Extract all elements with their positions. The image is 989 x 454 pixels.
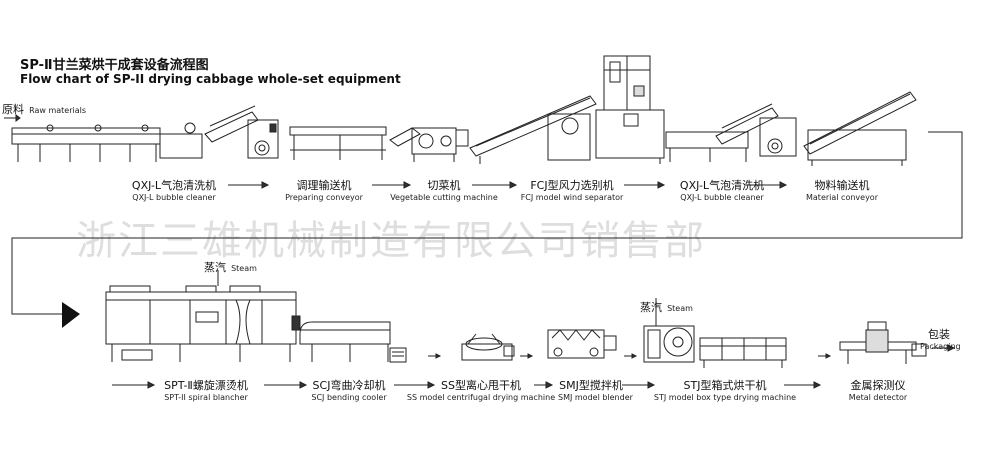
row2-arrows <box>112 381 822 389</box>
row1-step-1-cn: QXJ-L气泡清洗机 <box>131 179 217 192</box>
row1-step-5-en: QXJ-L bubble cleaner <box>680 193 764 202</box>
row1-step-5-cn: QXJ-L气泡清洗机 <box>679 179 765 192</box>
centrifugal-dryer-illustration <box>461 333 515 361</box>
row2-step-4: SMJ型搅拌机 SMJ model blender <box>558 377 633 402</box>
material-conveyor-illustration <box>803 91 917 166</box>
row2-step-1: SPT-Ⅱ螺旋漂烫机 SPT-II spiral blancher <box>150 377 262 402</box>
row1-step-3-en: Vegetable cutting machine <box>390 193 498 202</box>
raw-materials-cn: 原料 <box>2 103 24 116</box>
row2-step-4-en: SMJ model blender <box>558 393 633 402</box>
row1-step-6: 物料输送机 Material conveyor <box>792 177 892 202</box>
row1-step-3: 切菜机 Vegetable cutting machine <box>386 177 502 202</box>
preparing-conveyor-illustration <box>289 126 387 160</box>
box-dryer-illustration <box>643 298 787 368</box>
packaging-en: Packaging <box>920 342 961 351</box>
row2-step-2-en: SCJ bending cooler <box>311 393 387 402</box>
metal-detector-illustration <box>839 321 927 364</box>
title-cn: SP-Ⅱ甘兰菜烘干成套设备流程图 <box>20 58 209 73</box>
packaging-cn: 包装 <box>928 328 950 341</box>
row2-step-3-en: SS model centrifugal drying machine <box>406 393 556 402</box>
row1-step-1: QXJ-L气泡清洗机 QXJ-L bubble cleaner <box>118 177 230 202</box>
steam-label-2: 蒸汽 Steam <box>640 296 693 315</box>
row2-step-5-cn: STJ型箱式烘干机 <box>683 379 767 392</box>
title-en: Flow chart of SP-II drying cabbage whole… <box>20 72 401 86</box>
steam-1-en: Steam <box>231 264 257 273</box>
row2-step-1-cn: SPT-Ⅱ螺旋漂烫机 <box>164 379 248 392</box>
steam-label-1: 蒸汽 Steam <box>204 256 257 275</box>
bubble-cleaner-2-illustration <box>665 103 797 162</box>
row2-machine-arrows <box>428 344 956 359</box>
row1-step-4: FCJ型风力选别机 FCJ model wind separator <box>516 177 628 202</box>
row2-step-3: SS型离心甩干机 SS model centrifugal drying mac… <box>404 377 558 402</box>
wind-separator-illustration <box>469 55 665 164</box>
watermark: 浙江三雄机械制造有限公司销售部 <box>76 218 706 264</box>
row1-step-1-en: QXJ-L bubble cleaner <box>132 193 216 202</box>
row1-step-2: 调理输送机 Preparing conveyor <box>276 177 372 202</box>
row1-step-6-cn: 物料输送机 <box>814 179 870 192</box>
row1-arrows <box>228 181 788 189</box>
raw-materials-label: 原料 Raw materials <box>2 98 86 117</box>
spiral-blancher-illustration <box>105 270 301 362</box>
bubble-cleaner-1-illustration <box>11 105 279 162</box>
steam-2-cn: 蒸汽 <box>640 301 662 314</box>
row2-step-5: STJ型箱式烘干机 STJ model box type drying mach… <box>652 377 798 402</box>
row2-step-6-cn: 金属探测仪 <box>850 379 906 392</box>
row2-step-6: 金属探测仪 Metal detector <box>840 377 916 402</box>
row2-step-3-cn: SS型离心甩干机 <box>441 379 521 392</box>
steam-1-cn: 蒸汽 <box>204 261 226 274</box>
row1-step-2-en: Preparing conveyor <box>285 193 363 202</box>
row2-step-1-en: SPT-II spiral blancher <box>164 393 248 402</box>
row1-step-3-cn: 切菜机 <box>427 179 461 192</box>
row1-step-5: QXJ-L气泡清洗机 QXJ-L bubble cleaner <box>666 177 778 202</box>
row2-step-2-cn: SCJ弯曲冷却机 <box>312 379 386 392</box>
row1-step-6-en: Material conveyor <box>806 193 878 202</box>
raw-materials-en: Raw materials <box>29 106 87 115</box>
row2-step-4-cn: SMJ型搅拌机 <box>559 379 623 392</box>
row2-step-5-en: STJ model box type drying machine <box>653 393 797 402</box>
vegetable-cutter-illustration <box>389 127 469 162</box>
row1-step-2-cn: 调理输送机 <box>296 179 352 192</box>
row2-step-2: SCJ弯曲冷却机 SCJ bending cooler <box>304 377 394 402</box>
steam-2-en: Steam <box>667 304 693 313</box>
row1-step-4-en: FCJ model wind separator <box>520 193 624 202</box>
packaging-label: 包装 Packaging <box>920 326 961 351</box>
row2-step-6-en: Metal detector <box>848 393 908 402</box>
row1-step-4-cn: FCJ型风力选别机 <box>530 179 614 192</box>
blender-illustration <box>547 329 617 359</box>
bending-cooler-illustration <box>299 321 407 363</box>
